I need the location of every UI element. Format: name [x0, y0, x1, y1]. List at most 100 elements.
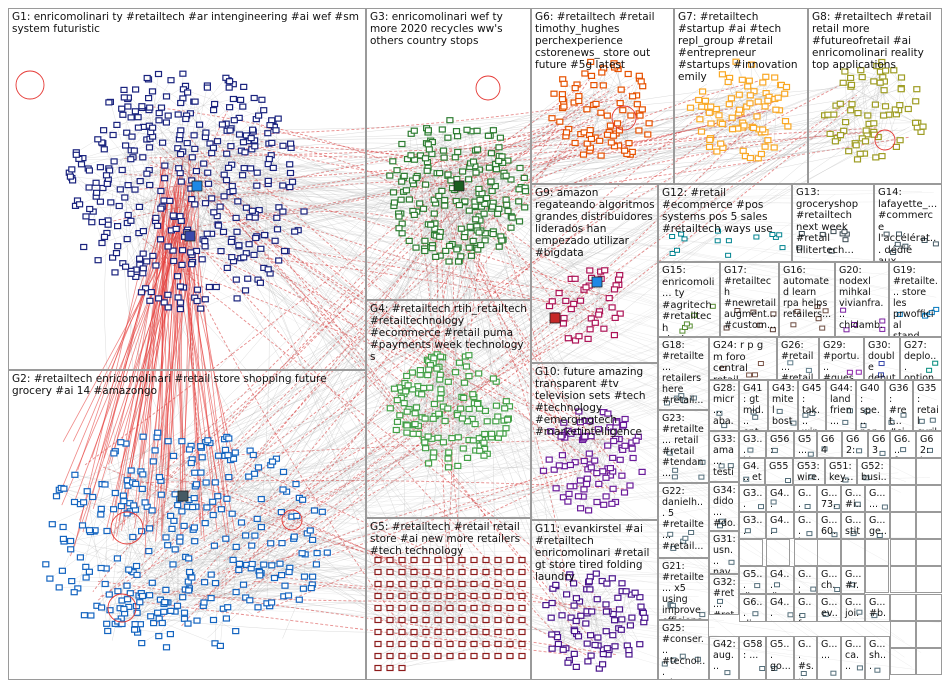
- edge: [218, 245, 607, 634]
- edge: [221, 196, 597, 442]
- edge: [416, 211, 433, 246]
- edge: [135, 480, 628, 490]
- edge: [235, 217, 271, 274]
- group-label: G... ...: [821, 639, 841, 661]
- group-label: G45: tak... win...: [802, 383, 822, 430]
- edge: [104, 375, 422, 597]
- edge: [435, 147, 573, 274]
- group-label: G... joi...: [845, 597, 862, 621]
- group-panel-g56: G56: #cu... ...: [766, 431, 794, 458]
- edge: [259, 570, 313, 585]
- edge: [136, 499, 190, 630]
- edge: [416, 90, 610, 181]
- group-panel-g5j: G... #b...: [865, 594, 890, 622]
- edge: [244, 221, 598, 442]
- edge: [245, 487, 604, 497]
- edge: [112, 180, 177, 541]
- edge: [177, 567, 290, 606]
- edge: [130, 222, 907, 482]
- edge: [140, 471, 237, 593]
- edge: [161, 83, 708, 491]
- group-panel-g6z: G6... dig...: [739, 594, 766, 622]
- edge: [414, 84, 633, 157]
- group-panel-g17: G17: #retailtech #newretail augment... #…: [720, 262, 779, 337]
- group-label: G8: #retailtech #retail retail more #fut…: [812, 11, 935, 71]
- edge: [137, 117, 259, 280]
- edge: [77, 484, 106, 589]
- group-panel-g5p: G... bu...: [794, 566, 817, 594]
- edge: [261, 483, 297, 500]
- edge: [210, 545, 794, 634]
- edge: [122, 227, 825, 597]
- edge: [177, 158, 937, 298]
- edge: [64, 541, 262, 574]
- edge: [74, 474, 204, 606]
- group-panel-g5w: G... #i...: [841, 485, 865, 512]
- edge: [145, 255, 411, 585]
- edge: [156, 205, 410, 637]
- group-panel-small: [739, 539, 763, 566]
- edge: [253, 120, 425, 221]
- edge: [185, 439, 225, 590]
- edge: [96, 452, 236, 606]
- edge: [255, 571, 489, 589]
- group-label: G... ca...: [845, 639, 865, 672]
- edge: [192, 246, 749, 616]
- edge: [414, 183, 489, 420]
- edge: [161, 189, 195, 533]
- edge: [182, 288, 566, 612]
- edge: [173, 190, 690, 379]
- edge: [190, 113, 247, 208]
- group-panel-small: [865, 566, 889, 593]
- edge: [138, 535, 246, 596]
- edge: [230, 460, 260, 573]
- edge: [210, 144, 490, 443]
- edge: [134, 107, 230, 190]
- group-panel-g55: G55: [765, 458, 793, 485]
- group-panel-g7: G7: #retailtech #startup #ai #tech repl_…: [674, 8, 808, 184]
- edge: [222, 86, 738, 185]
- edge: [124, 542, 283, 614]
- edge: [154, 450, 195, 499]
- edge: [159, 285, 568, 558]
- group-label: G4... #re...: [770, 515, 791, 538]
- edge: [154, 450, 175, 521]
- edge: [430, 221, 520, 225]
- edge: [244, 462, 585, 615]
- edge: [247, 181, 293, 279]
- group-label: G... ev...: [821, 597, 838, 621]
- edge: [160, 240, 479, 462]
- edge: [197, 168, 237, 216]
- group-label: G17: #retailtech #newretail augment... #…: [724, 265, 779, 331]
- edge: [440, 129, 443, 233]
- edge: [102, 190, 162, 223]
- edge: [149, 138, 241, 259]
- edge: [89, 200, 164, 210]
- edge: [160, 473, 589, 657]
- group-panel-g5o: G... ch...: [817, 566, 841, 594]
- group-label: G64 ...: [821, 434, 835, 457]
- edge: [158, 513, 233, 637]
- edge: [247, 124, 594, 189]
- edge: [146, 300, 867, 601]
- edge: [163, 148, 724, 226]
- edge: [256, 518, 261, 576]
- edge: [121, 587, 312, 601]
- group-panel-g5h: G... #s...: [794, 636, 817, 680]
- group-panel-g27: G27: deplo... option...: [900, 337, 942, 380]
- edge: [205, 372, 729, 585]
- group-panel-g5: G5: #retailtech #retail retail store #ai…: [366, 518, 531, 680]
- edge: [174, 571, 718, 594]
- group-panel-g53: G53: wire...: [793, 458, 825, 485]
- edge: [59, 585, 128, 588]
- group-panel-small: [890, 458, 916, 485]
- group-label: G22: danielh... 5 #retailte... #retail..…: [662, 486, 704, 552]
- edge: [191, 196, 843, 229]
- edge: [423, 150, 444, 209]
- edge: [107, 80, 172, 184]
- group-panel-g23: G23: #retailte... retail #retail #tendan…: [658, 410, 709, 483]
- group-panel-g43: G43: mitel bost... ent...: [768, 380, 798, 431]
- edge: [158, 481, 762, 566]
- group-label: G... ba...: [798, 515, 813, 538]
- edge: [229, 107, 260, 211]
